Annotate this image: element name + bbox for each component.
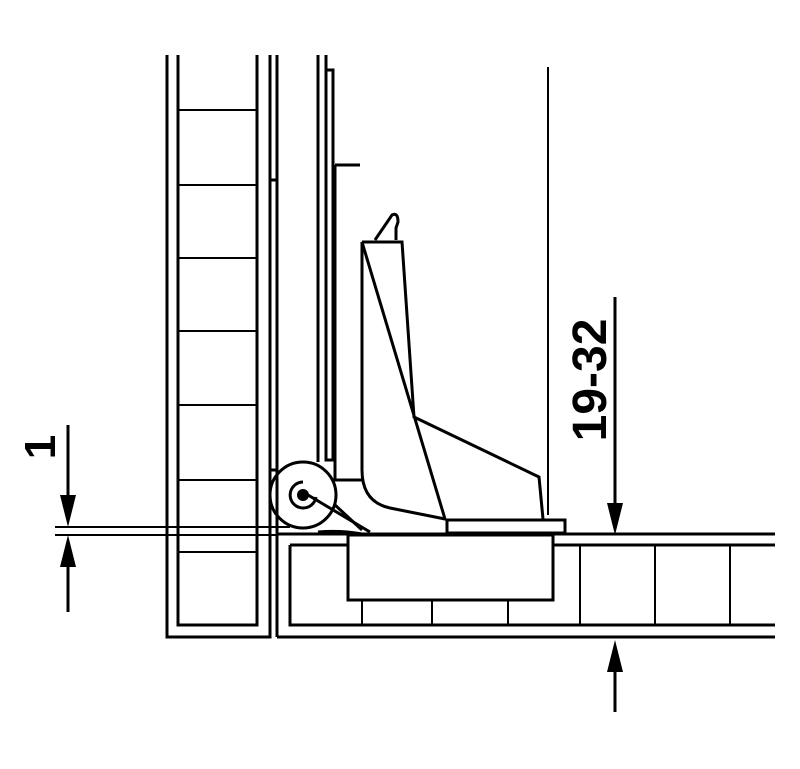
door-panel [165, 55, 276, 639]
cabinet-frame [268, 55, 335, 637]
arrow-up-icon [607, 640, 623, 672]
arrow-up-icon [60, 535, 76, 567]
overlay-dimension: 1 [16, 425, 290, 612]
arrow-down-icon [607, 503, 623, 535]
mounting-plate [445, 518, 567, 535]
thickness-label: 19-32 [564, 319, 617, 442]
hinge-arm [360, 240, 545, 521]
pivot-dot [297, 489, 309, 501]
pivot-circle [268, 460, 338, 530]
overlay-label: 1 [16, 435, 65, 459]
hinge-cup [346, 533, 555, 602]
adjust-tab [373, 212, 400, 241]
arrow-down-icon [60, 495, 76, 527]
thickness-dimension: 19-32 [564, 297, 623, 712]
cabinet-bottom-panel [277, 532, 775, 639]
hinge [268, 163, 567, 602]
